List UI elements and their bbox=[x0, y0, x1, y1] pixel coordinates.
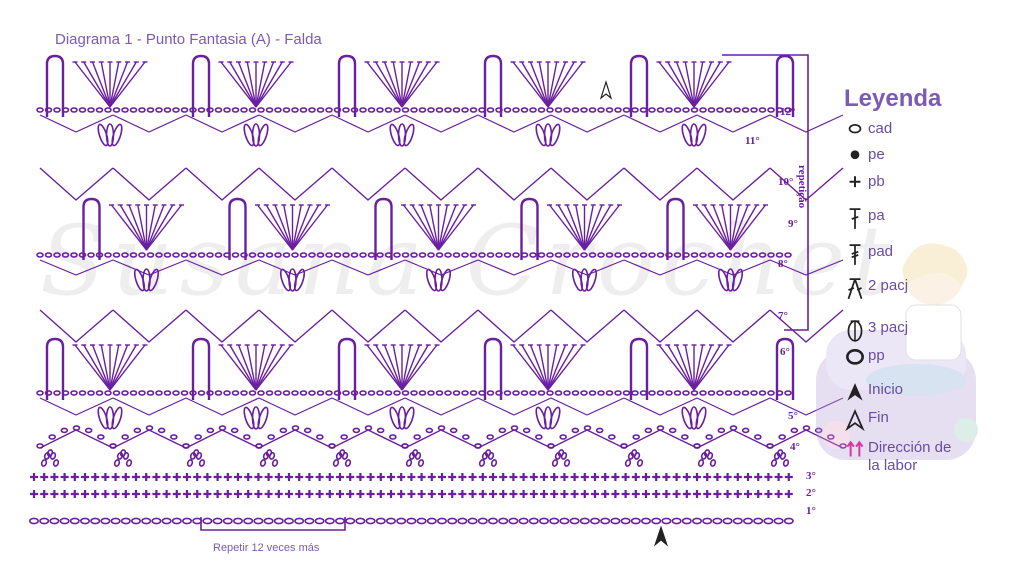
row-label-4: 4° bbox=[790, 441, 800, 453]
row-label-2: 2° bbox=[806, 487, 816, 499]
row-label-1: 1° bbox=[806, 505, 816, 517]
legend-title: Leyenda bbox=[844, 85, 942, 112]
legend-item-label: Fin bbox=[868, 409, 889, 426]
legend-item-label: 2 pacj bbox=[868, 277, 909, 294]
row-label-12: 12° bbox=[780, 106, 796, 118]
double-crochet-icon bbox=[849, 208, 861, 229]
repeat-bottom-label: Repetir 12 veces más bbox=[213, 542, 320, 554]
legend-item-0: cad bbox=[842, 120, 892, 144]
legend-item-6: 3 pacj bbox=[842, 319, 908, 343]
legend-item-label: pad bbox=[868, 243, 894, 260]
three-dc-cluster-icon bbox=[847, 320, 863, 342]
end-arrow-icon bbox=[845, 409, 865, 432]
repeat-side-label: repetição bbox=[796, 165, 808, 209]
row-label-7: 7° bbox=[778, 310, 788, 322]
legend-item-label: pa bbox=[868, 207, 885, 224]
row-label-6: 6° bbox=[780, 346, 790, 358]
row-label-3: 3° bbox=[806, 470, 816, 482]
watermark: Susana Crochet bbox=[40, 205, 896, 317]
chain-oval-icon bbox=[848, 124, 862, 134]
legend-item-10: Dirección de la labor bbox=[842, 439, 951, 475]
row-label-9: 9° bbox=[788, 218, 798, 230]
two-dc-cluster-icon bbox=[847, 278, 863, 300]
legend-item-5: 2 pacj bbox=[842, 277, 908, 301]
legend-item-1: pe bbox=[842, 146, 885, 170]
single-crochet-cross-icon bbox=[849, 176, 861, 188]
start-arrow-icon bbox=[847, 383, 863, 401]
legend-item-label: 3 pacj bbox=[868, 319, 909, 336]
row-label-11: 11° bbox=[745, 135, 760, 147]
half-double-crochet-icon bbox=[849, 244, 861, 265]
legend-item-8: Inicio bbox=[842, 381, 903, 405]
page-title: Diagrama 1 - Punto Fantasia (A) - Falda bbox=[55, 31, 322, 48]
row-label-10: 10° bbox=[778, 176, 794, 188]
legend-item-label: pp bbox=[868, 347, 885, 364]
legend-item-label: Dirección de la labor bbox=[868, 439, 952, 474]
legend-item-label: cad bbox=[868, 120, 893, 137]
legend-item-7: pp bbox=[842, 347, 885, 371]
legend-item-label: Inicio bbox=[868, 381, 904, 398]
legend-item-label: pb bbox=[868, 173, 885, 190]
row-label-5: 5° bbox=[788, 410, 798, 422]
puff-stitch-icon bbox=[846, 348, 864, 365]
legend-item-3: pa bbox=[842, 207, 885, 231]
legend-item-label: pe bbox=[868, 146, 885, 163]
work-direction-icon bbox=[846, 440, 864, 457]
slip-stitch-dot-icon bbox=[850, 150, 860, 160]
legend-item-2: pb bbox=[842, 173, 885, 197]
knitting-girl-illustration bbox=[816, 243, 978, 460]
legend-item-4: pad bbox=[842, 243, 893, 267]
legend-item-9: Fin bbox=[842, 409, 889, 433]
row-label-8: 8° bbox=[778, 258, 788, 270]
